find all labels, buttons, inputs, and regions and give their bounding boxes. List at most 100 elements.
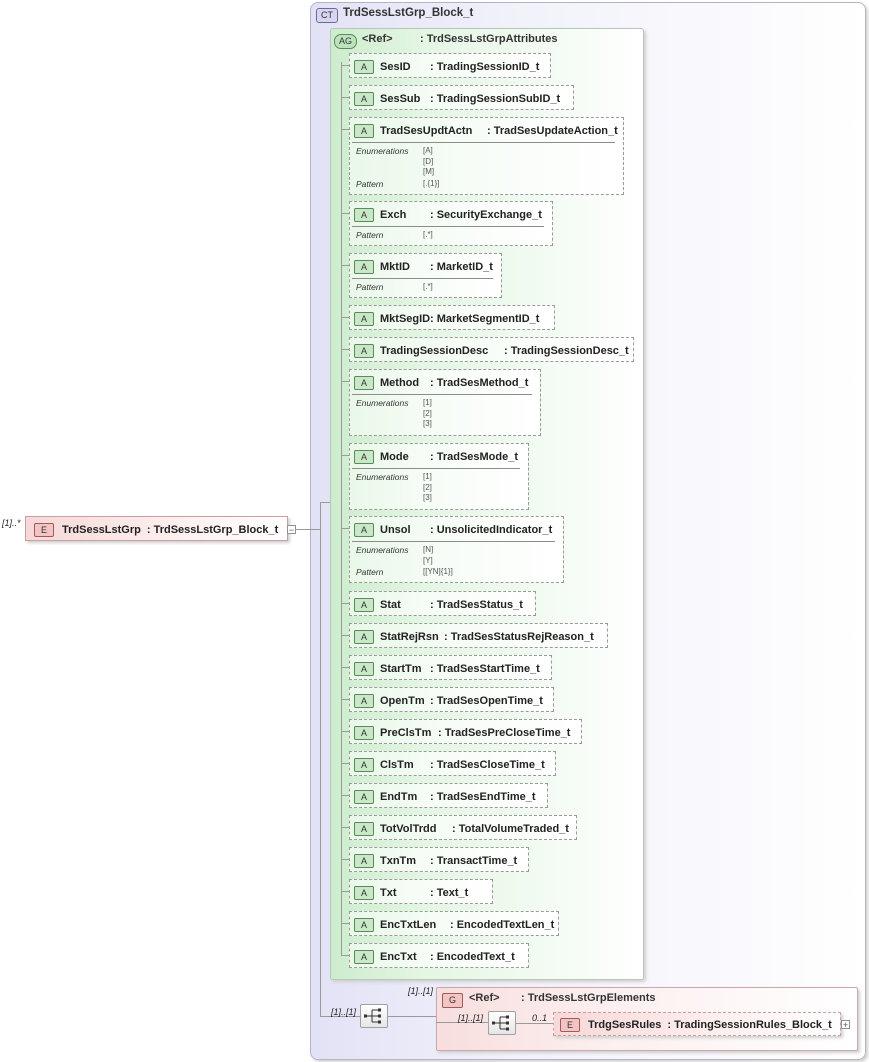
expand-toggle-icon[interactable]: +: [841, 1020, 850, 1030]
attribute-type: : EncodedTextLen_t: [450, 918, 555, 931]
facet-value: [1]: [423, 472, 432, 481]
connector-line: [341, 213, 351, 214]
attribute-type: : SecurityExchange_t: [430, 208, 542, 221]
attribute-type: : MarketSegmentID_t: [430, 312, 540, 325]
attribute-name: MktSegID: [380, 312, 431, 325]
connector-line: [341, 795, 351, 796]
connector-line: [341, 923, 351, 924]
attribute-icon: A: [354, 207, 374, 222]
attribute-name: SesID: [380, 60, 411, 73]
facet-label: Enumerations: [356, 472, 409, 482]
attribute-name: EncTxtLen: [380, 918, 437, 931]
attribute-opentm[interactable]: A OpenTm : TradSesOpenTime_t: [349, 687, 554, 712]
attribute-type: : TradSesOpenTime_t: [430, 694, 543, 707]
attribute-icon: A: [354, 661, 374, 676]
attribute-group-ref: <Ref>: [362, 33, 393, 45]
attribute-txt[interactable]: A Txt : Text_t: [349, 879, 493, 904]
facet-value: [2]: [423, 482, 432, 492]
attribute-icon: A: [354, 629, 374, 644]
attribute-name: EndTm: [380, 790, 418, 803]
complex-type-title: TrdSessLstGrp_Block_t: [343, 7, 474, 19]
facet-value: [D]: [423, 156, 434, 166]
facet-label: Enumerations: [356, 398, 409, 408]
attribute-group-icon: AG: [334, 34, 357, 49]
connector-line: [341, 891, 351, 892]
facet-value: [3]: [423, 493, 432, 502]
attribute-mktsegid[interactable]: A MktSegID: MarketSegmentID_t: [349, 305, 555, 330]
child-element-trdgsesrules[interactable]: E TrdgSesRules : TradingSessionRules_Blo…: [553, 1012, 841, 1036]
attribute-icon: A: [354, 693, 374, 708]
connector-line: [341, 97, 351, 98]
attribute-icon: A: [354, 949, 374, 964]
attribute-header: A Exch : SecurityExchange_t: [354, 207, 542, 222]
sequence-compositor-icon[interactable]: [360, 1004, 388, 1028]
element-group-ref: <Ref>: [469, 992, 500, 1004]
root-multiplicity: [1]..*: [2, 518, 21, 528]
attribute-type: : Text_t: [430, 886, 469, 899]
attribute-name: Txt: [380, 886, 397, 899]
facet-value: [.*]: [423, 282, 433, 291]
attribute-preclstm[interactable]: A PreClsTm : TradSesPreCloseTime_t: [349, 719, 582, 744]
attribute-type: : TradSesPreCloseTime_t: [438, 726, 571, 739]
attribute-name: TxnTm: [380, 854, 417, 867]
attribute-icon: A: [354, 449, 374, 464]
attribute-icon: A: [354, 885, 374, 900]
attribute-type: : TradSesStartTime_t: [430, 662, 540, 675]
facet-value: [3]: [423, 419, 432, 428]
connector-line: [341, 667, 351, 668]
attribute-icon: A: [354, 123, 374, 138]
attribute-icon: A: [354, 853, 374, 868]
inner-sequence-compositor-icon[interactable]: [488, 1011, 516, 1035]
root-element-trdsesslstgrp[interactable]: E TrdSessLstGrp : TrdSessLstGrp_Block_t: [25, 516, 288, 541]
connector-line: [341, 827, 351, 828]
attribute-type: : TotalVolumeTraded_t: [452, 822, 569, 835]
attribute-icon: A: [354, 757, 374, 772]
facet-separator: [352, 541, 555, 542]
facet-value: [[YN]{1}]: [423, 567, 453, 576]
attribute-icon: A: [354, 91, 374, 106]
group-icon: G: [442, 993, 463, 1008]
root-element-type: : TrdSessLstGrp_Block_t: [146, 524, 279, 536]
collapse-toggle-icon[interactable]: −: [287, 525, 296, 535]
attribute-icon: A: [354, 311, 374, 326]
facet-label: Pattern: [356, 567, 384, 577]
attribute-name: OpenTm: [380, 694, 425, 707]
attribute-name: Unsol: [380, 523, 411, 536]
attribute-icon: A: [354, 343, 374, 358]
attribute-header: A OpenTm : TradSesOpenTime_t: [354, 693, 543, 708]
attribute-name: Exch: [380, 208, 407, 221]
attribute-name: PreClsTm: [380, 726, 432, 739]
connector-line: [388, 1016, 436, 1017]
attribute-name: Method: [380, 376, 420, 389]
attribute-type: : TradSesMethod_t: [430, 376, 529, 389]
attribute-icon: A: [354, 725, 374, 740]
connector-line: [341, 955, 351, 956]
attribute-type: : EncodedText_t: [430, 950, 515, 963]
facet-separator: [352, 394, 532, 395]
attribute-type: : MarketID_t: [430, 260, 493, 273]
